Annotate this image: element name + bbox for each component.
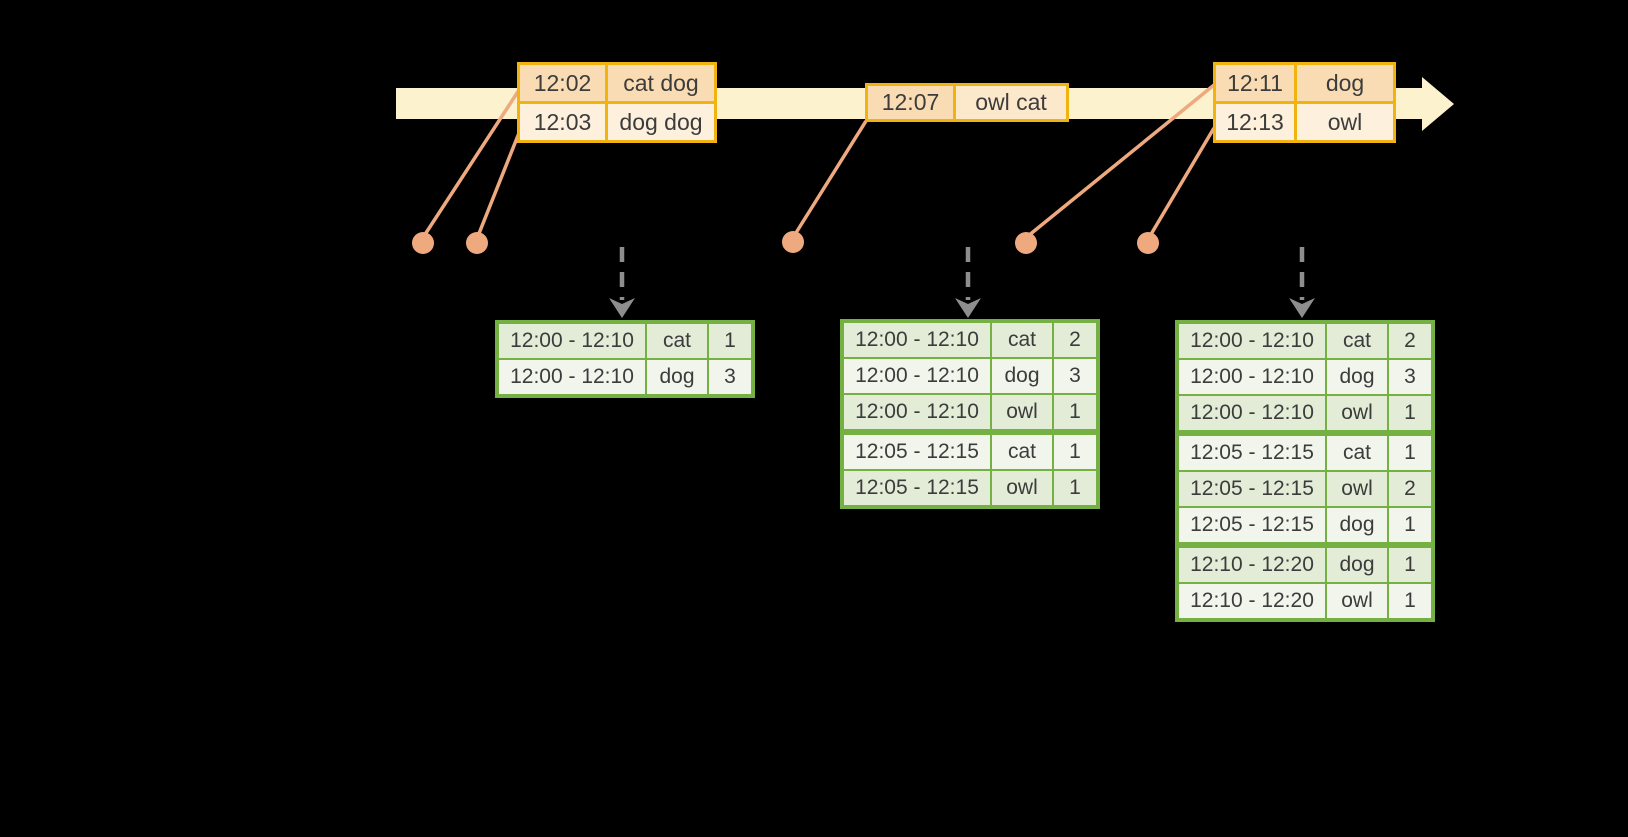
count-cell: 1 <box>1389 508 1431 542</box>
word-cell: dog <box>992 359 1052 393</box>
trigger-arrowhead-icon <box>609 298 635 318</box>
word-cell: owl <box>992 395 1052 429</box>
trigger-arrowhead-icon <box>1289 298 1315 318</box>
event-time-cell: 12:02 <box>520 65 605 101</box>
window-cell: 12:00 - 12:10 <box>1179 360 1325 394</box>
event-dot <box>782 231 804 253</box>
count-cell: 2 <box>1389 472 1431 506</box>
event-line <box>476 127 523 237</box>
word-cell: cat <box>992 323 1052 357</box>
event-dot <box>412 232 434 254</box>
event-time-cell: 12:13 <box>1216 104 1294 140</box>
word-cell: owl <box>1327 584 1387 618</box>
count-cell: 1 <box>1389 584 1431 618</box>
count-cell: 1 <box>1054 395 1096 429</box>
count-cell: 1 <box>709 324 751 358</box>
window-cell: 12:05 - 12:15 <box>844 435 990 469</box>
window-cell: 12:00 - 12:10 <box>499 360 645 394</box>
window-cell: 12:05 - 12:15 <box>844 471 990 505</box>
words-cell: cat dog <box>608 65 714 101</box>
window-cell: 12:05 - 12:15 <box>1179 472 1325 506</box>
word-cell: cat <box>992 435 1052 469</box>
word-cell: owl <box>1327 396 1387 430</box>
word-cell: owl <box>1327 472 1387 506</box>
window-cell: 12:00 - 12:10 <box>844 359 990 393</box>
trigger-arrowhead-icon <box>955 298 981 318</box>
event-time-cell: 12:07 <box>868 86 953 119</box>
word-cell: dog <box>647 360 707 394</box>
count-cell: 3 <box>1054 359 1096 393</box>
event-dot <box>1137 232 1159 254</box>
words-cell: owl <box>1297 104 1393 140</box>
count-cell: 1 <box>1389 436 1431 470</box>
event-dot <box>1015 232 1037 254</box>
word-cell: cat <box>1327 324 1387 358</box>
count-cell: 1 <box>1389 396 1431 430</box>
count-cell: 1 <box>1054 435 1096 469</box>
window-cell: 12:00 - 12:10 <box>844 395 990 429</box>
word-cell: dog <box>1327 508 1387 542</box>
count-cell: 3 <box>1389 360 1431 394</box>
count-cell: 2 <box>1389 324 1431 358</box>
word-cell: dog <box>1327 548 1387 582</box>
event-line <box>1148 127 1216 237</box>
window-cell: 12:05 - 12:15 <box>1179 436 1325 470</box>
event-time-cell: 12:03 <box>520 104 605 140</box>
count-cell: 1 <box>1389 548 1431 582</box>
word-cell: owl <box>992 471 1052 505</box>
event-line <box>792 120 868 237</box>
words-cell: dog <box>1297 65 1393 101</box>
timeline-arrowhead-icon <box>1422 77 1454 131</box>
count-cell: 3 <box>709 360 751 394</box>
window-cell: 12:10 - 12:20 <box>1179 584 1325 618</box>
window-cell: 12:00 - 12:10 <box>499 324 645 358</box>
word-cell: cat <box>647 324 707 358</box>
window-cell: 12:00 - 12:10 <box>844 323 990 357</box>
window-cell: 12:05 - 12:15 <box>1179 508 1325 542</box>
event-line <box>422 89 521 237</box>
words-cell: owl cat <box>956 86 1066 119</box>
count-cell: 1 <box>1054 471 1096 505</box>
word-cell: cat <box>1327 436 1387 470</box>
event-dot <box>466 232 488 254</box>
window-cell: 12:00 - 12:10 <box>1179 396 1325 430</box>
event-line <box>1026 83 1216 238</box>
word-cell: dog <box>1327 360 1387 394</box>
window-cell: 12:10 - 12:20 <box>1179 548 1325 582</box>
words-cell: dog dog <box>608 104 714 140</box>
window-cell: 12:00 - 12:10 <box>1179 324 1325 358</box>
event-time-cell: 12:11 <box>1216 65 1294 101</box>
count-cell: 2 <box>1054 323 1096 357</box>
